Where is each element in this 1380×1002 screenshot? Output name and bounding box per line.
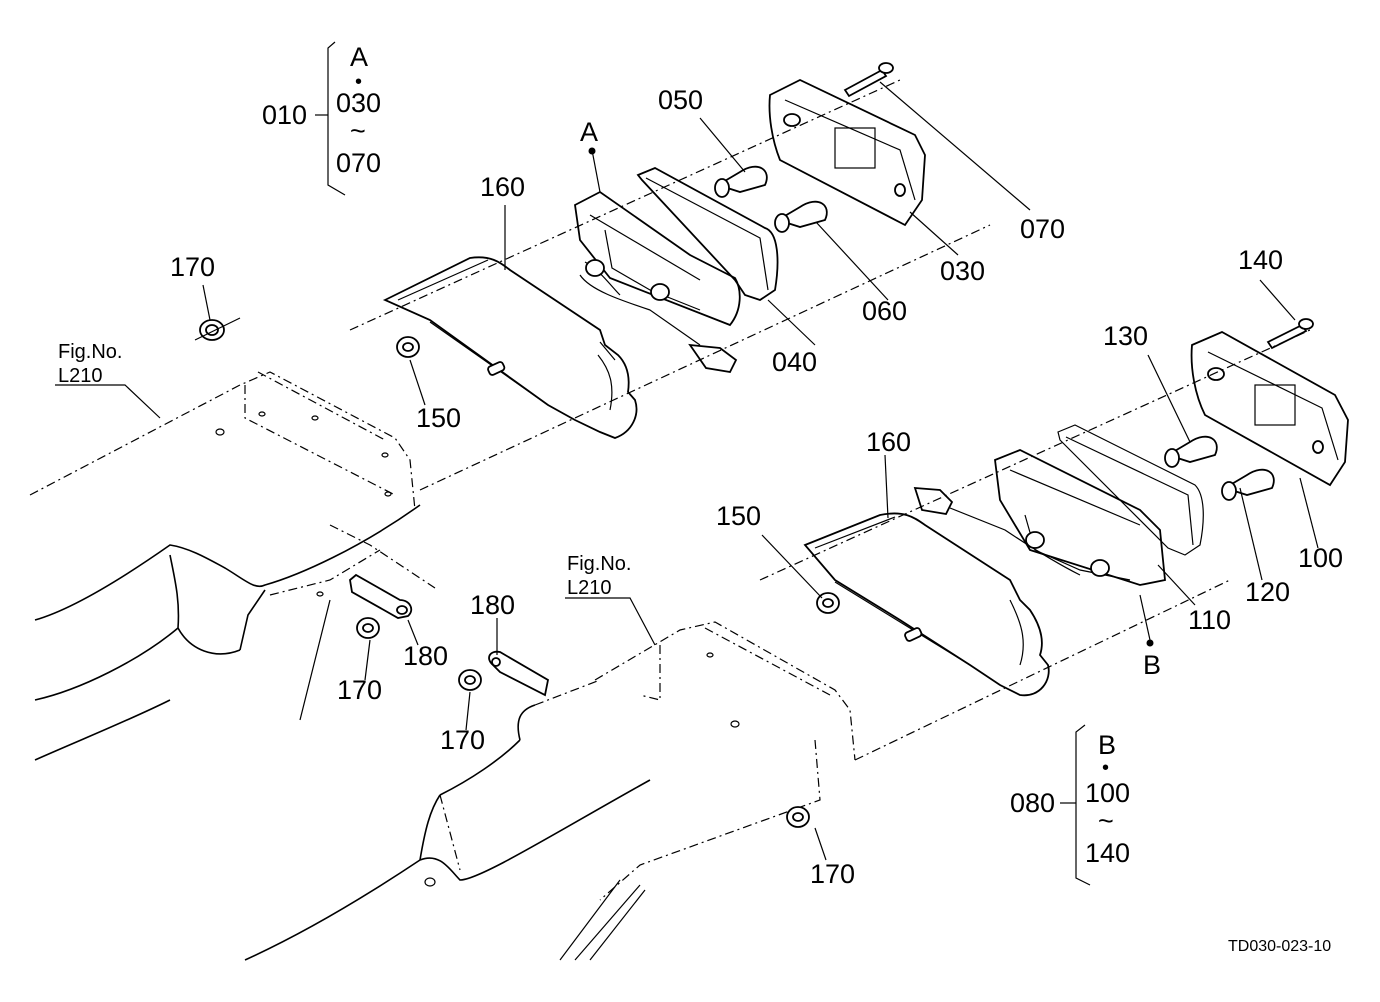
marker-a: A xyxy=(580,117,598,147)
screw-070 xyxy=(843,68,888,98)
group-bracket-A xyxy=(315,41,346,196)
fender-right xyxy=(244,621,856,961)
fender-left xyxy=(29,371,436,761)
callout-170-mid: 170 xyxy=(440,725,485,755)
marker-b: B xyxy=(1143,650,1161,680)
nut-170-bottom xyxy=(786,806,810,828)
hardware xyxy=(194,317,840,828)
callout-180-left: 180 xyxy=(403,641,448,671)
plate-180-mid xyxy=(488,650,550,697)
bulb-130 xyxy=(1164,435,1218,468)
nut-150-upper xyxy=(396,336,420,358)
lamp-bracket-lower xyxy=(803,512,1050,697)
gasket-A xyxy=(636,167,779,301)
bulb-060 xyxy=(774,200,828,233)
bulb-050 xyxy=(714,165,768,198)
callout-170-upper-left: 170 xyxy=(170,252,215,282)
nut-150-lower xyxy=(816,592,840,614)
callout-130: 130 xyxy=(1103,321,1148,351)
callout-070: 070 xyxy=(1020,214,1065,244)
callout-170-mid-left: 170 xyxy=(337,675,382,705)
lamp-lens-B xyxy=(994,449,1166,586)
lamp-assembly-B xyxy=(759,318,1349,761)
drawing-code: TD030-023-10 xyxy=(1228,938,1331,955)
group-a-range-start: 030 xyxy=(336,88,381,118)
fig-ref-1-line1: Fig.No. xyxy=(58,341,122,363)
group-a-tilde: ~ xyxy=(350,116,366,146)
callout-170-bottom: 170 xyxy=(810,859,855,889)
callout-040: 040 xyxy=(772,347,817,377)
lamp-housing-100 xyxy=(1190,330,1349,487)
fig-ref-2-line2: L210 xyxy=(567,577,612,599)
callout-060: 060 xyxy=(862,296,907,326)
callout-110: 110 xyxy=(1188,605,1231,635)
callout-150-lower: 150 xyxy=(716,501,761,531)
nut-170-upper-left xyxy=(194,317,241,341)
fig-ref-1-line2: L210 xyxy=(58,365,103,387)
group-b-range-start: 100 xyxy=(1085,778,1130,808)
lamp-lens-A xyxy=(574,190,741,327)
group-bracket-B xyxy=(1060,724,1091,886)
leader-lines xyxy=(55,81,1319,861)
plate-180-left xyxy=(349,573,413,619)
nut-170-mid xyxy=(458,669,482,691)
lamp-bracket-upper xyxy=(382,256,638,439)
bulb-120 xyxy=(1221,468,1275,501)
callout-120: 120 xyxy=(1245,577,1290,607)
callout-100: 100 xyxy=(1298,543,1343,573)
callout-160-lower: 160 xyxy=(866,427,911,457)
group-a-range-end: 070 xyxy=(336,148,381,178)
group-a-dot: • xyxy=(355,71,362,93)
group-b-range-end: 140 xyxy=(1085,838,1130,868)
callout-140: 140 xyxy=(1238,245,1283,275)
lamp-assembly-A xyxy=(349,62,991,491)
screw-140 xyxy=(1266,323,1308,350)
callout-160-upper: 160 xyxy=(480,172,525,202)
callout-150-upper: 150 xyxy=(416,403,461,433)
nut-170-mid-left xyxy=(356,617,380,639)
group-b-ref: 080 xyxy=(1010,788,1055,818)
callout-030: 030 xyxy=(940,256,985,286)
group-a-ref: 010 xyxy=(262,100,307,130)
group-a-letter: A xyxy=(350,42,368,72)
group-b-tilde: ~ xyxy=(1098,806,1114,836)
group-b-dot: • xyxy=(1102,757,1109,779)
callout-180-mid: 180 xyxy=(470,590,515,620)
lamp-housing-030 xyxy=(768,78,926,227)
callout-050: 050 xyxy=(658,85,703,115)
fig-ref-2-line1: Fig.No. xyxy=(567,553,631,575)
group-b-letter: B xyxy=(1098,730,1116,760)
